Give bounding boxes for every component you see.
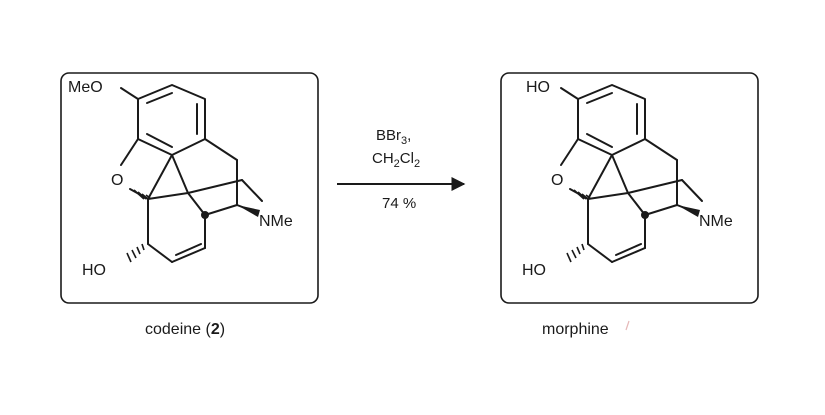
reagent-comma: , (407, 127, 411, 144)
codeine-amine-label: NMe (259, 213, 293, 230)
codeine-hydroxyl-label: HO (82, 262, 106, 279)
morphine-faint-mark (625, 320, 630, 331)
morphine-frame (500, 72, 759, 304)
morphine-hydroxyl-label: HO (522, 262, 546, 279)
codeine-number: 2 (211, 321, 220, 338)
yield-label: 74 % (382, 195, 416, 212)
morphine-hash-bond (573, 189, 591, 200)
solvent-label: CH2Cl2 (372, 150, 420, 170)
codeine-hash-bond (133, 189, 151, 200)
codeine-paren-open: ( (201, 321, 211, 338)
morphine-amine-label: NMe (699, 213, 733, 230)
codeine-ring-oxygen-label: O (111, 172, 123, 189)
reagent-subscript: 3 (401, 135, 407, 147)
codeine-bonds (120, 84, 263, 263)
reaction-conditions: BBr3, CH2Cl2 74 % (337, 127, 466, 212)
morphine-hash-bond-oh (566, 243, 585, 263)
morphine-hydroxy-label: HO (526, 79, 550, 96)
solvent-part-a: CH (372, 150, 394, 167)
codeine-structure: MeO O NMe HO codeine (2) (60, 72, 319, 338)
morphine-wedge-bond (677, 205, 700, 217)
morphine-stereo-dot (641, 211, 649, 219)
solvent-subscript-2: 2 (414, 158, 420, 170)
morphine-bonds (560, 84, 703, 263)
codeine-caption: codeine (2) (145, 321, 225, 338)
codeine-wedge-bond (237, 205, 260, 217)
morphine-structure: HO O NMe HO morphine (500, 72, 759, 338)
reagent-label: BBr3, (376, 127, 411, 147)
codeine-name: codeine (145, 321, 201, 338)
codeine-stereo-dot (201, 211, 209, 219)
reagent-main: BBr (376, 127, 401, 144)
morphine-caption: morphine (542, 321, 609, 338)
codeine-frame (60, 72, 319, 304)
codeine-hash-bond-oh (126, 243, 145, 263)
morphine-ring-oxygen-label: O (551, 172, 563, 189)
codeine-methoxy-label: MeO (68, 79, 103, 96)
solvent-subscript-1: 2 (394, 158, 400, 170)
solvent-part-b: Cl (400, 150, 414, 167)
codeine-paren-close: ) (220, 321, 225, 338)
